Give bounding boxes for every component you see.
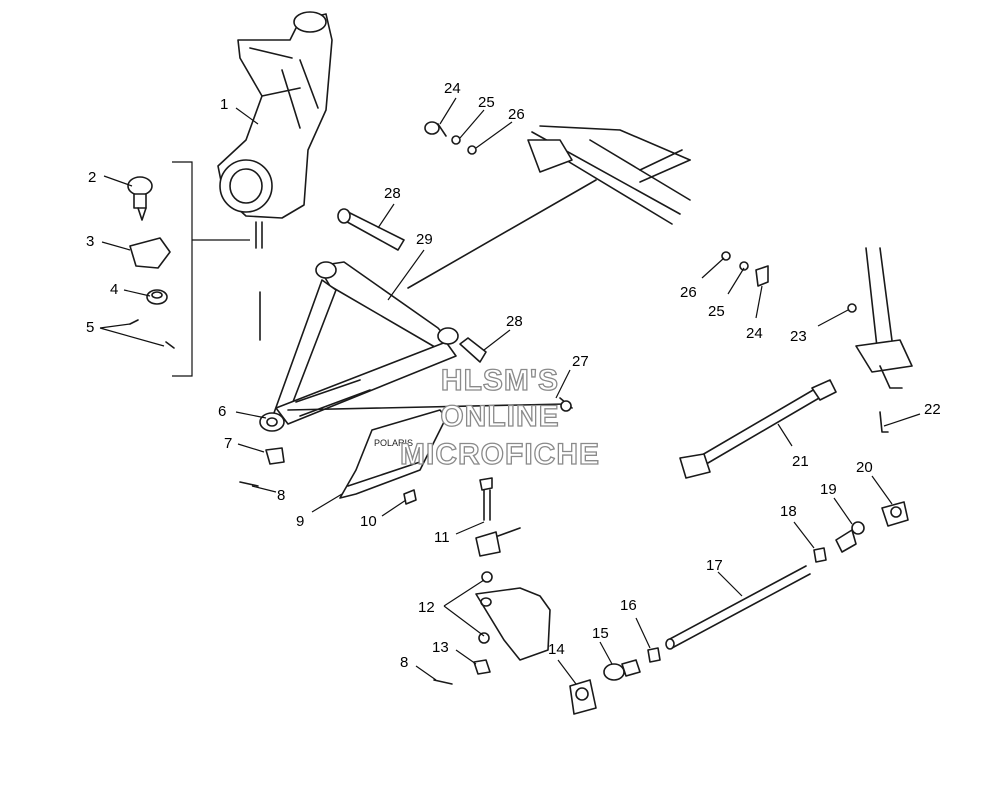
callout-28-lower: 28 bbox=[506, 313, 523, 330]
callout-17: 17 bbox=[706, 557, 723, 574]
callout-25-upper: 25 bbox=[478, 94, 495, 111]
pins bbox=[129, 319, 175, 349]
bushing-nut bbox=[265, 447, 285, 465]
guard-bolt bbox=[403, 489, 417, 505]
cotter-pin-upper bbox=[239, 481, 259, 487]
watermark-line-3: MICROFICHE bbox=[400, 438, 600, 471]
lock-nut bbox=[473, 659, 491, 675]
bolt-upper-left bbox=[424, 121, 477, 155]
bushing-sleeve-upper-end bbox=[337, 208, 351, 224]
callout-23: 23 bbox=[790, 328, 807, 345]
callout-21: 21 bbox=[792, 453, 809, 470]
callout-13: 13 bbox=[432, 639, 449, 656]
jam-nut-upper bbox=[813, 547, 827, 563]
callout-8-upper: 8 bbox=[277, 487, 285, 504]
callout-6: 6 bbox=[218, 403, 226, 420]
callout-14: 14 bbox=[548, 641, 565, 658]
steering-post bbox=[847, 247, 913, 433]
ball-joint-plate bbox=[129, 237, 171, 269]
rod-end-housing bbox=[569, 679, 597, 715]
callout-18: 18 bbox=[780, 503, 797, 520]
callout-12: 12 bbox=[418, 599, 435, 616]
callout-25-lower: 25 bbox=[708, 303, 725, 320]
lower-bracket bbox=[475, 571, 551, 661]
tie-rod-lower bbox=[665, 565, 811, 650]
callout-22: 22 bbox=[924, 401, 941, 418]
a-arm bbox=[259, 261, 459, 432]
pivot-bolt-nut bbox=[560, 400, 572, 412]
callout-26-upper: 26 bbox=[508, 106, 525, 123]
callout-8-lower: 8 bbox=[400, 654, 408, 671]
long-bolt bbox=[475, 477, 521, 557]
bolt-upper-right bbox=[721, 251, 769, 287]
callout-labels: 1 2 3 4 5 6 7 8 8 9 10 11 12 13 14 15 16… bbox=[86, 80, 941, 671]
watermark-line-2: ONLINE bbox=[440, 400, 559, 433]
callout-26-lower: 26 bbox=[680, 284, 697, 301]
callout-28-upper: 28 bbox=[384, 185, 401, 202]
ball-joint bbox=[127, 176, 153, 221]
leader-lines bbox=[99, 97, 921, 685]
steering-knuckle bbox=[217, 11, 333, 341]
callout-1: 1 bbox=[220, 96, 228, 113]
callout-19: 19 bbox=[820, 481, 837, 498]
callout-9: 9 bbox=[296, 513, 304, 530]
frame bbox=[407, 125, 691, 289]
guard-logo: POLARIS bbox=[374, 438, 413, 448]
callout-11: 11 bbox=[434, 529, 450, 546]
callout-2: 2 bbox=[88, 169, 96, 186]
callout-29: 29 bbox=[416, 231, 433, 248]
callout-16: 16 bbox=[620, 597, 637, 614]
callout-27: 27 bbox=[572, 353, 589, 370]
skid-guard: POLARIS bbox=[339, 409, 447, 499]
bushing-sleeve-lower bbox=[459, 337, 487, 363]
callout-5: 5 bbox=[86, 319, 94, 336]
group-bracket bbox=[172, 161, 250, 377]
callout-24-upper: 24 bbox=[444, 80, 461, 97]
rod-end bbox=[603, 659, 641, 681]
tie-rod-upper bbox=[679, 379, 837, 479]
callout-7: 7 bbox=[224, 435, 232, 452]
cotter-pin-lower bbox=[433, 679, 453, 685]
rod-end-housing-upper bbox=[881, 501, 909, 527]
callout-24-lower: 24 bbox=[746, 325, 763, 342]
callout-10: 10 bbox=[360, 513, 377, 530]
callout-4: 4 bbox=[110, 281, 118, 298]
watermark-line-1: HLSM'S bbox=[441, 364, 559, 397]
rod-end-upper bbox=[835, 521, 865, 553]
cap bbox=[146, 289, 168, 305]
jam-nut-lower bbox=[647, 647, 661, 663]
callout-3: 3 bbox=[86, 233, 94, 250]
callout-20: 20 bbox=[856, 459, 873, 476]
watermark: HLSM'S ONLINE MICROFICHE bbox=[399, 363, 600, 471]
callout-15: 15 bbox=[592, 625, 609, 642]
